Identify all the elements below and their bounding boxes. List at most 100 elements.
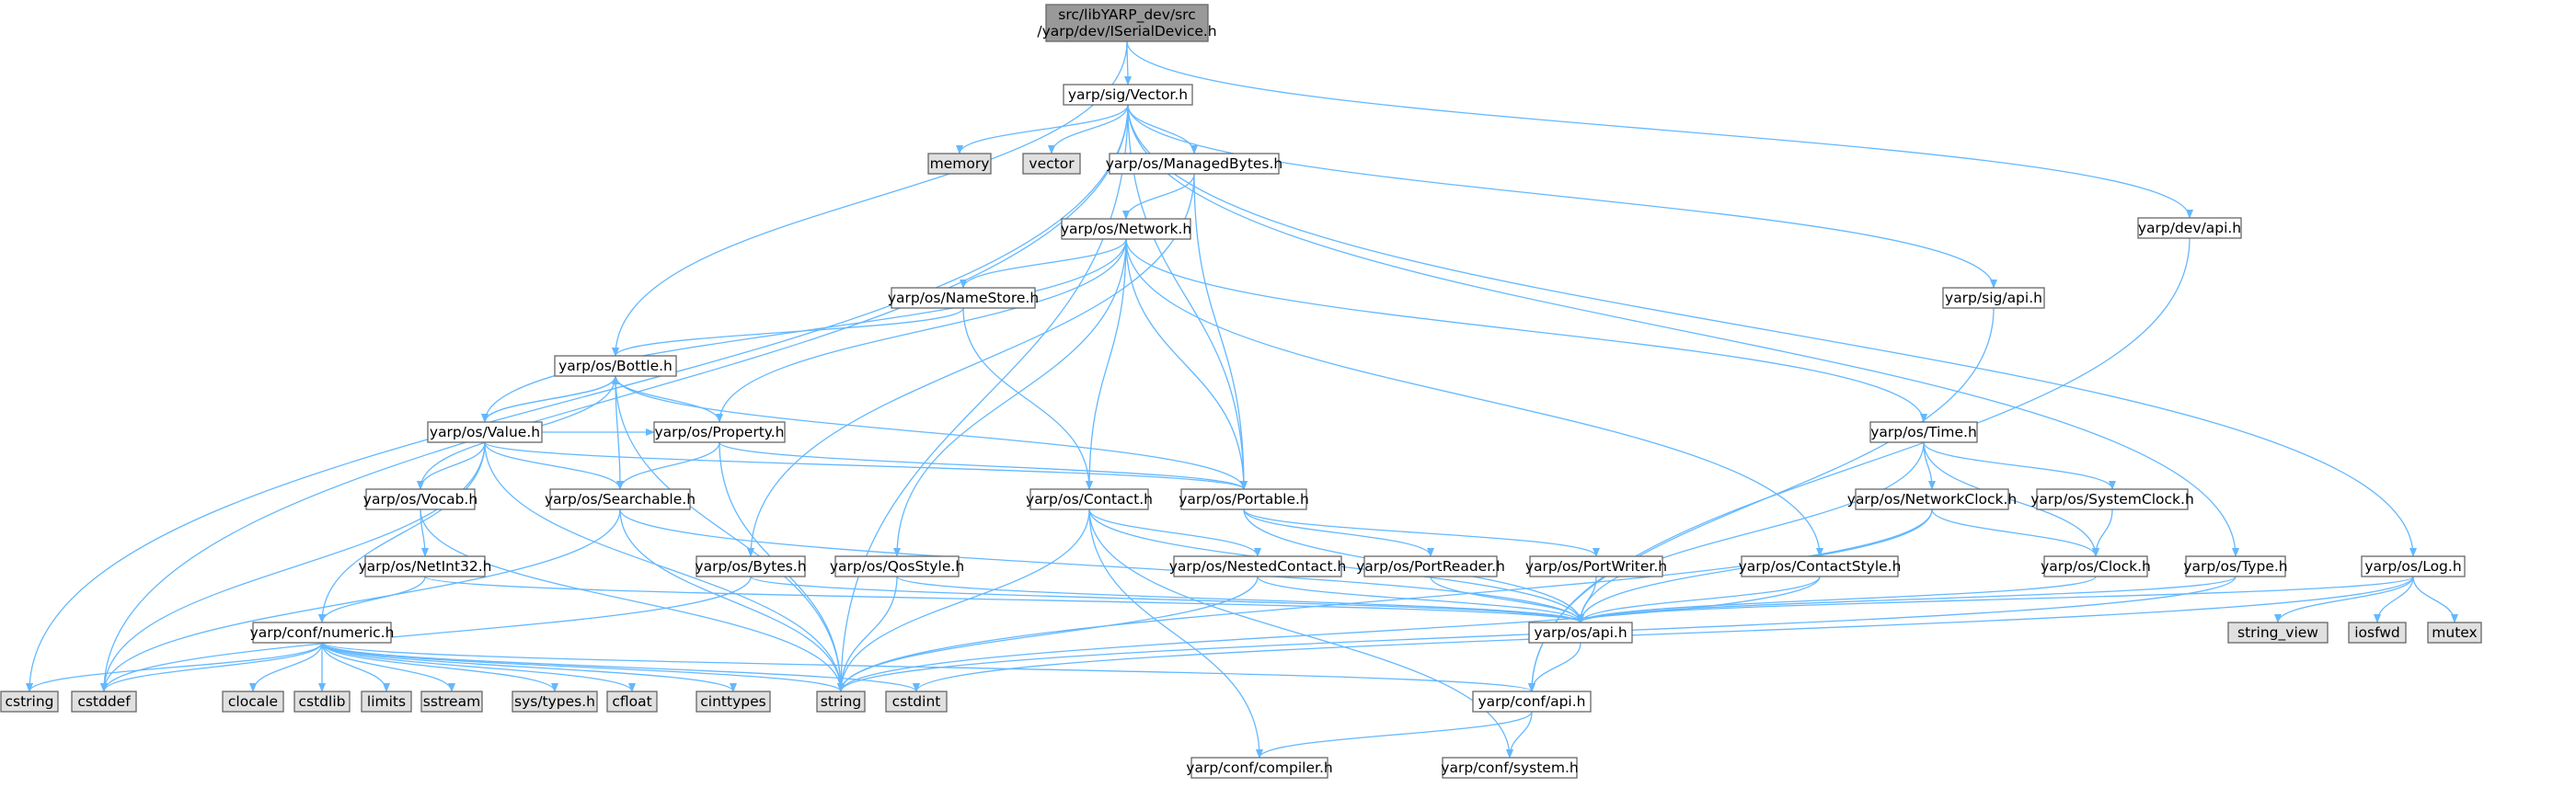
node-box bbox=[1063, 84, 1193, 106]
node-label: yarp/os/Portable.h bbox=[1179, 491, 1309, 508]
edge-searchable-to-cstddef bbox=[100, 508, 621, 692]
node-portreader[interactable]: yarp/os/PortReader.h bbox=[1356, 555, 1505, 577]
node-label: yarp/os/Bytes.h bbox=[695, 558, 806, 575]
node-numeric[interactable]: yarp/conf/numeric.h bbox=[250, 622, 395, 644]
edge-clock-to-osapi bbox=[1577, 576, 2097, 623]
edge-managedbytes-to-bytes bbox=[747, 173, 1195, 557]
node-devapi[interactable]: yarp/dev/api.h bbox=[2137, 217, 2242, 239]
node-label: yarp/sig/api.h bbox=[1945, 290, 2042, 306]
node-time[interactable]: yarp/os/Time.h bbox=[1869, 421, 1978, 443]
node-box bbox=[549, 488, 691, 510]
node-contactstyle[interactable]: yarp/os/ContactStyle.h bbox=[1739, 555, 1902, 577]
node-root[interactable]: src/libYARP_dev/src/yarp/dev/ISerialDevi… bbox=[1037, 4, 1217, 42]
node-bottle[interactable]: yarp/os/Bottle.h bbox=[554, 355, 677, 377]
node-string_view: string_view bbox=[2227, 622, 2329, 644]
edge-bytes-to-osapi bbox=[750, 576, 1584, 623]
node-box bbox=[2185, 555, 2286, 577]
edge-bytes-to-cstddef bbox=[100, 576, 752, 692]
edge-netint32-to-numeric bbox=[318, 576, 426, 623]
edge-property-to-bottle bbox=[612, 375, 720, 423]
node-label: yarp/os/Contact.h bbox=[1026, 491, 1153, 508]
node-clocale: clocale bbox=[222, 691, 284, 713]
node-label: yarp/os/SystemClock.h bbox=[2030, 491, 2194, 508]
node-label: yarp/conf/numeric.h bbox=[250, 624, 395, 641]
edge-managedbytes-to-portable bbox=[1193, 173, 1248, 490]
edge-contactstyle-to-string bbox=[837, 576, 1821, 692]
node-box bbox=[653, 421, 786, 443]
node-searchable[interactable]: yarp/os/Searchable.h bbox=[545, 488, 696, 510]
node-systemclock[interactable]: yarp/os/SystemClock.h bbox=[2030, 488, 2194, 510]
node-label: limits bbox=[367, 693, 406, 710]
node-sigapi[interactable]: yarp/sig/api.h bbox=[1942, 287, 2045, 309]
edge-network-to-time bbox=[1125, 238, 1927, 423]
node-networkclock[interactable]: yarp/os/NetworkClock.h bbox=[1847, 488, 2017, 510]
node-portable[interactable]: yarp/os/Portable.h bbox=[1179, 488, 1309, 510]
node-contact[interactable]: yarp/os/Contact.h bbox=[1026, 488, 1153, 510]
node-label: yarp/os/Clock.h bbox=[2041, 558, 2151, 575]
node-mutex: mutex bbox=[2427, 622, 2482, 644]
node-namestore[interactable]: yarp/os/NameStore.h bbox=[888, 287, 1039, 309]
node-label: yarp/os/QosStyle.h bbox=[830, 558, 964, 575]
edge-vector-to-portable bbox=[1127, 104, 1248, 490]
node-label: yarp/os/NameStore.h bbox=[888, 290, 1039, 306]
node-managedbytes[interactable]: yarp/os/ManagedBytes.h bbox=[1106, 153, 1283, 175]
node-box bbox=[1741, 555, 1899, 577]
node-label: yarp/os/NetworkClock.h bbox=[1847, 491, 2017, 508]
edge-property-to-searchable bbox=[616, 441, 720, 490]
node-vector[interactable]: yarp/sig/Vector.h bbox=[1063, 84, 1193, 106]
node-cstddef: cstddef bbox=[71, 691, 137, 713]
edge-root-to-bottle bbox=[612, 40, 1128, 357]
node-bytes[interactable]: yarp/os/Bytes.h bbox=[695, 555, 807, 577]
node-system[interactable]: yarp/conf/system.h bbox=[1441, 757, 1579, 779]
node-box bbox=[885, 691, 948, 713]
edge-numeric-to-string bbox=[321, 642, 845, 692]
edge-systemclock-to-clock bbox=[2092, 508, 2113, 557]
node-box bbox=[71, 691, 137, 713]
edge-network-to-namestore bbox=[960, 238, 1127, 289]
edge-log-to-iosfwd bbox=[2374, 576, 2414, 623]
node-vocab[interactable]: yarp/os/Vocab.h bbox=[363, 488, 477, 510]
node-label: yarp/os/ContactStyle.h bbox=[1739, 558, 1902, 575]
node-value[interactable]: yarp/os/Value.h bbox=[427, 421, 543, 443]
edge-confapi-to-system bbox=[1506, 711, 1533, 759]
node-nestedcontact[interactable]: yarp/os/NestedContact.h bbox=[1169, 555, 1347, 577]
node-type[interactable]: yarp/os/Type.h bbox=[2183, 555, 2288, 577]
node-box bbox=[512, 691, 598, 713]
edge-contact-to-nestedcontact bbox=[1088, 508, 1261, 557]
node-network[interactable]: yarp/os/Network.h bbox=[1061, 218, 1191, 240]
node-box bbox=[2348, 622, 2407, 644]
node-label: yarp/conf/system.h bbox=[1441, 759, 1578, 776]
edge-searchable-to-string bbox=[619, 508, 845, 692]
node-compiler[interactable]: yarp/conf/compiler.h bbox=[1186, 757, 1333, 779]
node-box bbox=[696, 555, 806, 577]
edge-vector-to-string bbox=[837, 104, 1129, 692]
node-box bbox=[1180, 488, 1307, 510]
node-property[interactable]: yarp/os/Property.h bbox=[653, 421, 786, 443]
edge-network-to-contact bbox=[1086, 238, 1127, 490]
edge-network-to-property bbox=[716, 238, 1127, 423]
node-netint32[interactable]: yarp/os/NetInt32.h bbox=[358, 555, 492, 577]
edge-portable-to-portwriter bbox=[1243, 508, 1600, 557]
node-label: iosfwd bbox=[2354, 624, 2400, 641]
edge-numeric-to-cstdint bbox=[321, 642, 920, 692]
node-label: cstdlib bbox=[299, 693, 346, 710]
node-limits: limits bbox=[361, 691, 412, 713]
node-label: yarp/os/Property.h bbox=[654, 424, 784, 440]
node-cstdint: cstdint bbox=[885, 691, 948, 713]
node-portwriter[interactable]: yarp/os/PortWriter.h bbox=[1525, 555, 1667, 577]
node-iosfwd: iosfwd bbox=[2348, 622, 2407, 644]
node-log[interactable]: yarp/os/Log.h bbox=[2361, 555, 2466, 577]
node-box bbox=[1942, 287, 2045, 309]
node-osapi[interactable]: yarp/os/api.h bbox=[1528, 622, 1633, 644]
edge-vector-to-sigapi bbox=[1127, 104, 1997, 289]
node-confapi[interactable]: yarp/conf/api.h bbox=[1472, 691, 1592, 713]
node-box bbox=[2427, 622, 2482, 644]
node-qosstyle[interactable]: yarp/os/QosStyle.h bbox=[830, 555, 964, 577]
node-clock[interactable]: yarp/os/Clock.h bbox=[2041, 555, 2151, 577]
node-cinttypes: cinttypes bbox=[696, 691, 771, 713]
node-label: memory bbox=[930, 155, 990, 172]
edges-layer bbox=[26, 40, 2458, 759]
node-box bbox=[1173, 555, 1342, 577]
edge-value-to-cstddef bbox=[100, 441, 486, 692]
